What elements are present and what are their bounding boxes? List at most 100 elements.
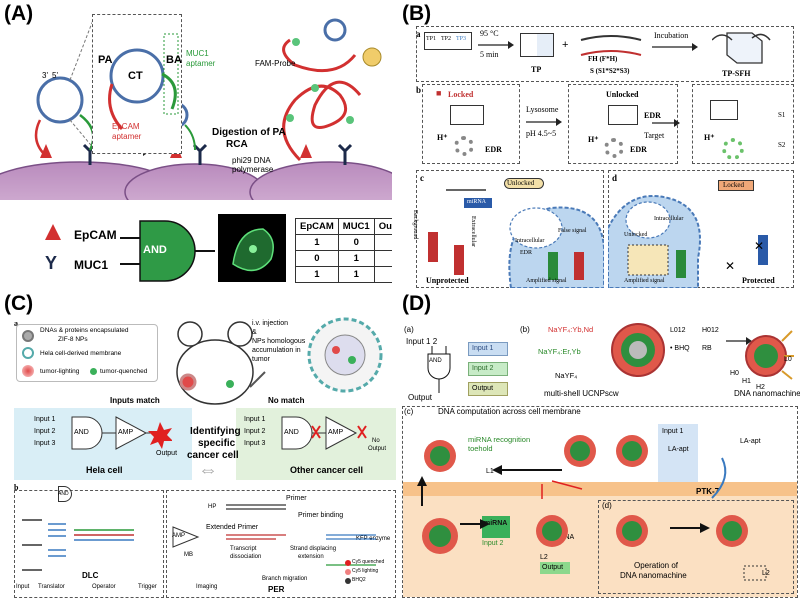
arrow-b1 (478, 41, 514, 49)
input1-other: Input 1 (244, 416, 266, 423)
amp-hela: AMP (118, 429, 134, 436)
imaging-label: Imaging (196, 584, 218, 590)
panel-c-label: (C) (4, 292, 34, 315)
muc1-aptamer-label-1: MUC1 (186, 49, 209, 58)
input2-c: Input 2 (482, 540, 504, 547)
per-label: PER (268, 585, 285, 594)
gear-icon-3 (722, 138, 744, 160)
membrane-label: DNA computation across cell membrane (438, 407, 581, 416)
arrow-b3 (526, 118, 562, 126)
truth-cell: 1 (373, 266, 392, 283)
and-gate-a-label: AND (143, 244, 167, 256)
truth-header-output: Output (373, 218, 392, 235)
amplified-d: Amplified signal (624, 278, 665, 284)
background-c: Background (412, 210, 418, 240)
double-arrow: ⇔ (198, 459, 218, 481)
muc1-aptamer-label-2: aptamer (186, 59, 216, 68)
edr-label-3: EDR (644, 111, 661, 120)
shell-label: multi-shell UCNPscw (544, 389, 619, 398)
and-hela: AND (74, 429, 89, 436)
transcript-1: Transcript (230, 546, 257, 552)
truth-table-a-header: EpCAM MUC1 Output (295, 218, 392, 235)
false-signal-c: False signal (558, 228, 587, 234)
sub-c-a: a (14, 319, 18, 328)
arrow-d1 (726, 337, 752, 345)
mirna-badge-c (464, 198, 492, 208)
lysosome-label: Lysosome (526, 105, 559, 114)
primer-label: Primer (286, 495, 307, 502)
sub-d-label: d (612, 173, 618, 183)
l1-label: L1 (486, 468, 494, 475)
translator-c: Translator (38, 584, 65, 590)
polymerase-label-1: phi29 DNA (232, 156, 271, 165)
operation-1: Operation of (634, 561, 679, 570)
cross-icon-1: ✕ (725, 259, 736, 273)
truth-cell: 1 (295, 266, 339, 283)
intracellular-d: Intracellular (654, 216, 684, 222)
sub-d-b: (b) (520, 325, 530, 334)
hp-label: HP (208, 504, 217, 510)
and-other: AND (284, 429, 299, 436)
legend-epcam: EpCAM (74, 228, 117, 242)
truth-cell: 0 (373, 234, 392, 251)
s-label: S (S1*S2*S3) (590, 67, 630, 75)
mb-label: MB (184, 552, 193, 558)
input2-box (468, 362, 508, 376)
sub-d-c: (c) (404, 407, 414, 416)
zif8-icon (22, 330, 34, 342)
prime3-label: 3' (42, 71, 48, 80)
truth-cell: 0 (373, 250, 392, 267)
no-output-1: No (372, 438, 380, 444)
s2-label: S2 (778, 141, 786, 149)
assembly-box (416, 26, 794, 82)
trigger-c: Trigger (138, 584, 157, 590)
truth-cell: 0 (295, 250, 339, 267)
sub-a-label: a (416, 29, 421, 39)
injection-1: i.v. injection (252, 320, 289, 327)
panel-c: (C) a DNAs & proteins encapsulated ZIF-8… (0, 290, 400, 601)
locked-label: Locked (448, 90, 474, 99)
dlc-box (14, 490, 164, 598)
truth-header-muc1: MUC1 (337, 218, 375, 235)
polymerase-label-2: polymerase (232, 165, 274, 174)
input1-c-box (658, 424, 698, 482)
protected-label: Protected (742, 276, 775, 285)
output-c-box (540, 562, 570, 574)
cell-membranes-a (0, 14, 392, 200)
bhq-label: • BHQ (670, 345, 690, 352)
primer-binding-label: Primer binding (298, 512, 344, 519)
dlc-strands (22, 519, 134, 571)
strand-2: extension (298, 554, 324, 560)
other-panel (236, 408, 396, 480)
output-d: Output (408, 393, 433, 402)
legend-c-1a: DNAs & proteins encapsulated (40, 327, 129, 334)
machine-label: DNA nanomachine (734, 389, 800, 398)
membrane-icon (22, 347, 34, 359)
ptk7-label: PTK-7 (696, 487, 720, 496)
truth-table-a: EpCAM MUC1 Output 1 0 0 0 1 0 1 1 1 (295, 218, 392, 283)
membrane-box (402, 406, 798, 598)
input1-c: Input 1 (662, 428, 684, 435)
arrow-b4 (652, 119, 680, 127)
tp3-label: TP3 (456, 36, 467, 42)
l2-label-d: L2 (762, 570, 770, 577)
pa-label: PA (98, 54, 113, 66)
cross-icon-2: ✕ (754, 239, 765, 253)
fh-label: FH (F*H) (588, 55, 618, 63)
injection-3: NPs homologous (252, 338, 306, 345)
identifying-1: Identifying (190, 426, 241, 437)
edr-c: EDR (520, 250, 532, 256)
membrane-band (403, 482, 797, 496)
and-symbol-c-label: AND (58, 491, 69, 497)
locked-badge-d (718, 180, 754, 191)
bhq2-label: BHQ2 (352, 577, 366, 583)
sub-c-b: b (14, 483, 19, 492)
digestion-label-2: RCA (226, 139, 248, 150)
mouse-illustration (176, 321, 266, 405)
legend-c-1b: ZIF-8 NPs (58, 336, 88, 343)
tp1-label: TP1 (426, 36, 437, 42)
amp-symbol-label: AMP (172, 533, 186, 539)
unlocked-c-label: Unlocked (507, 179, 535, 187)
sub-d-d: (d) (602, 501, 612, 510)
output-hela: Output (156, 450, 178, 457)
